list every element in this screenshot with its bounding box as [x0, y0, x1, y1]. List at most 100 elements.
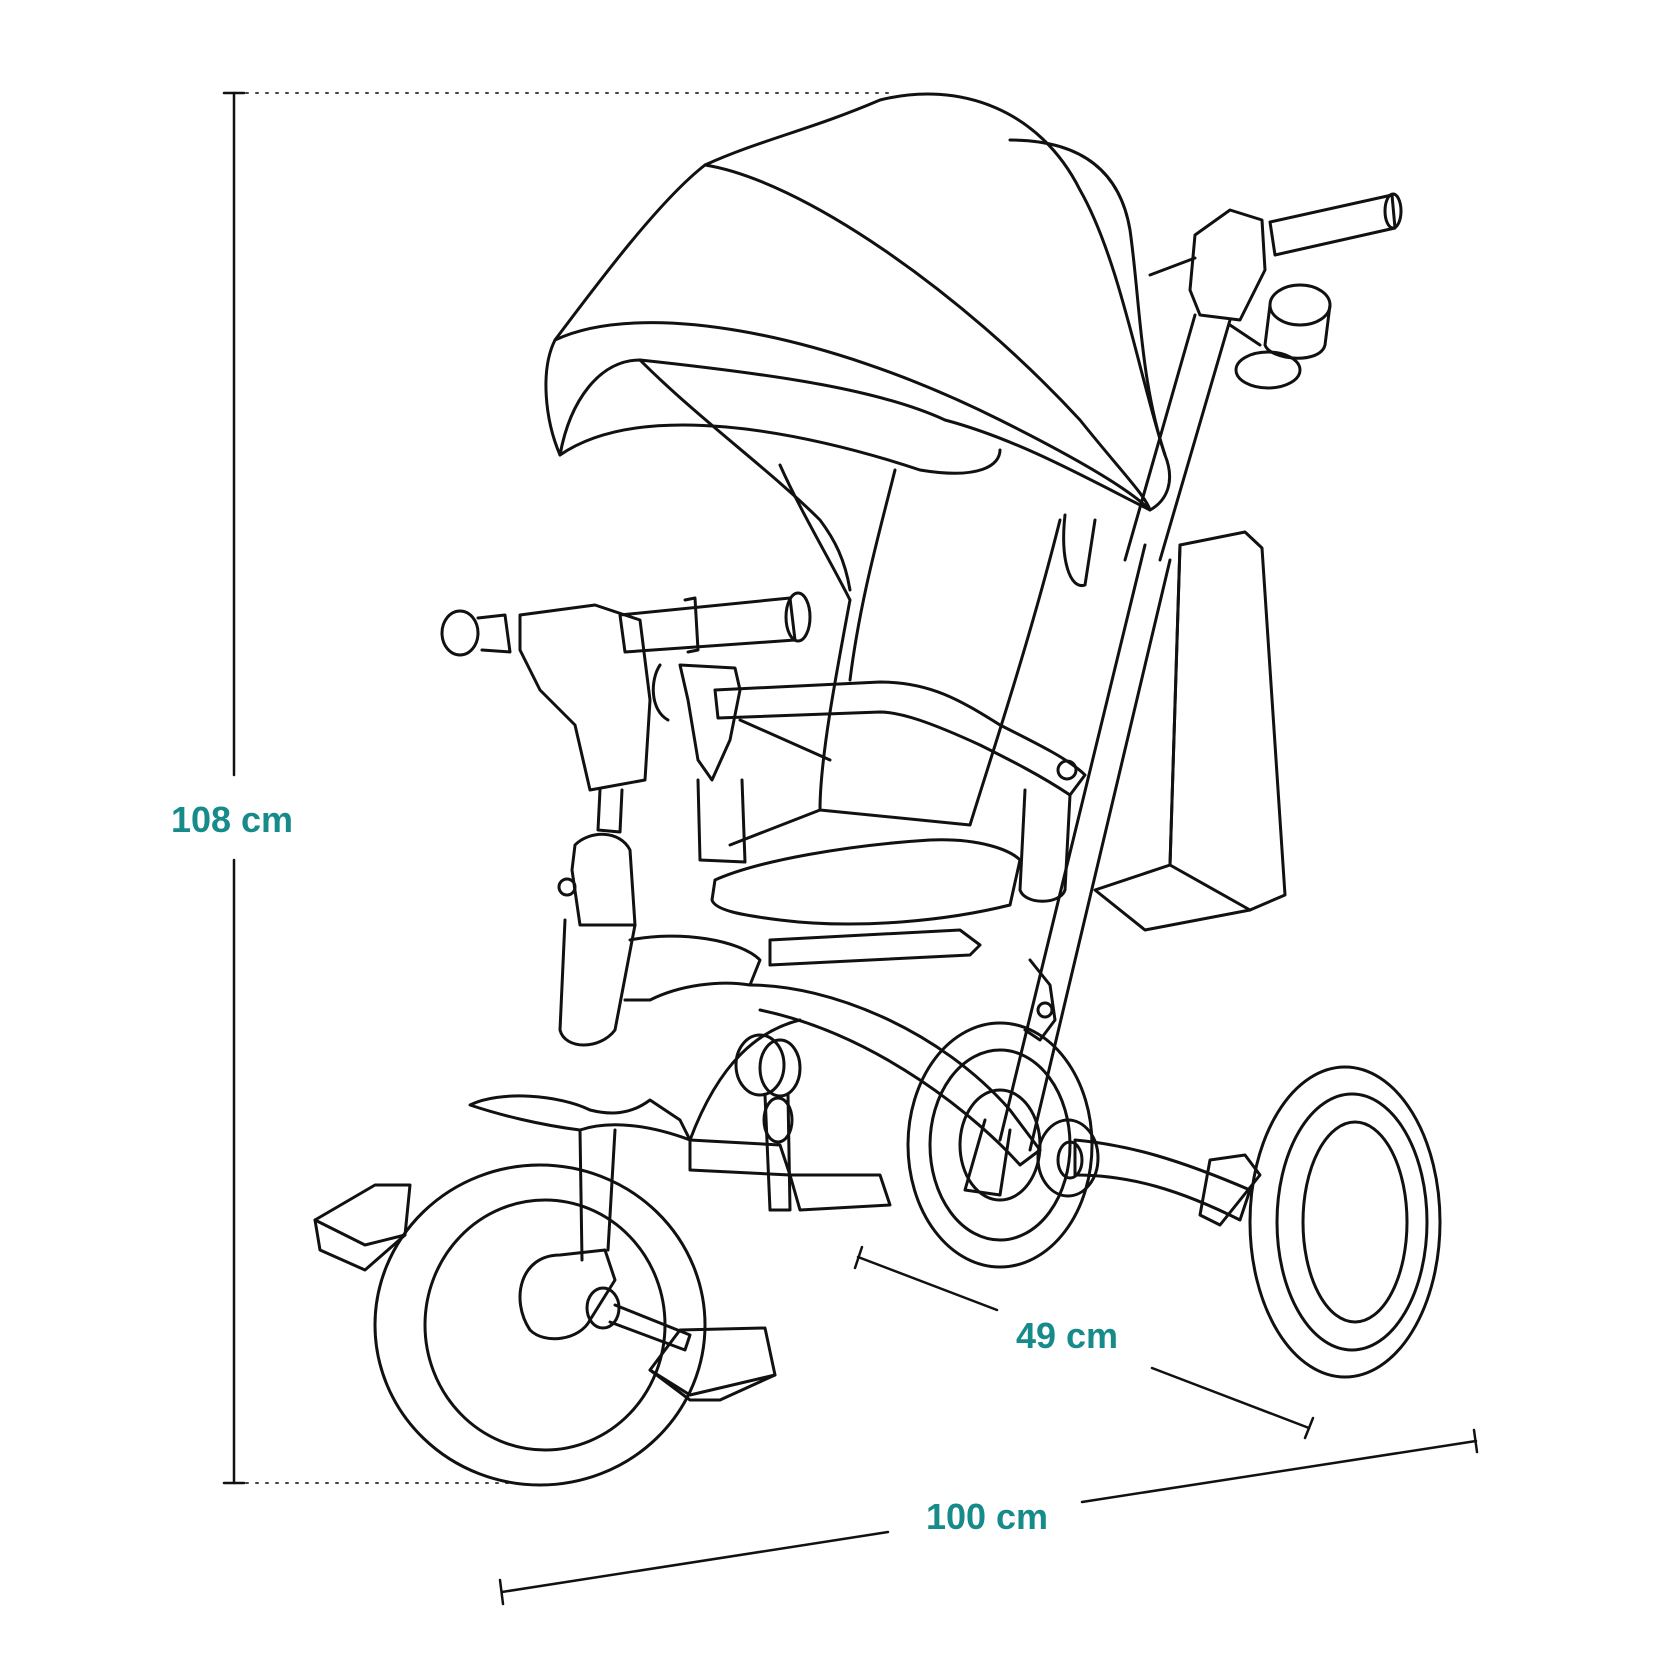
- cup-holder-body: [1263, 303, 1332, 360]
- front-fork-left: [578, 1128, 584, 1262]
- rear-wheel-right-hub: [1301, 1120, 1409, 1324]
- cup-holder-bottom: [1234, 350, 1302, 390]
- width-label: 49 cm: [1016, 1315, 1118, 1356]
- crank-arm: [608, 1303, 692, 1352]
- handlebar-bar: [618, 596, 797, 654]
- canopy-shell: [544, 92, 1172, 512]
- main-frame-drop: [763, 1093, 792, 1212]
- length-dimension: 100 cm: [498, 1428, 1479, 1606]
- storage-bag-edge: [1168, 543, 1252, 912]
- handlebar-left-cap: [476, 613, 512, 654]
- rear-frame-pin: [1036, 1001, 1054, 1019]
- height-dimension: 108 cm: [171, 91, 891, 1485]
- front-wheel-tire: [373, 1163, 707, 1487]
- front-wheel: [373, 1128, 707, 1487]
- front-wheel-hub: [518, 1248, 617, 1341]
- rear-axle: [688, 1118, 1262, 1227]
- width-line-lower: [1150, 1366, 1311, 1430]
- canopy: [544, 92, 1172, 682]
- length-line-left: [500, 1530, 890, 1594]
- width-line-upper: [856, 1255, 999, 1312]
- rear-axle-cap: [1056, 1140, 1084, 1180]
- main-frame-upper: [748, 983, 1042, 1167]
- canopy-underside: [558, 423, 1002, 475]
- fork-arch: [623, 934, 762, 1002]
- pedal-left-edge: [313, 1218, 407, 1247]
- width-top-tick: [853, 1245, 864, 1270]
- handlebar-right-end: [784, 591, 812, 643]
- length-line-right: [1080, 1439, 1478, 1504]
- rear-frame-tube-b: [1028, 558, 1172, 1152]
- main-frame-lower: [688, 1018, 802, 1142]
- push-handle-clamp: [1188, 208, 1267, 322]
- storage-bag-body: [1093, 530, 1287, 932]
- seat: [678, 518, 1062, 967]
- canopy-rim: [553, 321, 1152, 512]
- main-frame-bolt-inner: [758, 1038, 802, 1098]
- rear-wheel-right-tire: [1248, 1065, 1442, 1379]
- main-frame-drop-cap: [762, 1096, 794, 1144]
- canopy-side-right: [848, 468, 897, 682]
- canopy-side-mid: [778, 463, 852, 602]
- front-fork-right: [606, 1128, 617, 1252]
- push-handle: [1123, 192, 1403, 562]
- safety-bar-post: [1018, 788, 1072, 903]
- height-label: 108 cm: [171, 799, 293, 840]
- push-handle-rod-left: [1123, 313, 1197, 562]
- main-frame-bolt-outer: [734, 1033, 786, 1097]
- width-bottom-tick: [1303, 1416, 1315, 1440]
- length-right-tick: [1472, 1428, 1479, 1454]
- seat-harness-link: [738, 718, 832, 762]
- storage-bag-strap: [1062, 513, 1097, 587]
- push-handle-rod-right: [1158, 318, 1232, 562]
- storage-bag: [1062, 513, 1287, 932]
- rear-frame: [963, 543, 1172, 1197]
- rear-frame-lower: [963, 1118, 1012, 1197]
- seat-harness: [678, 663, 742, 782]
- rear-frame-tube-a: [998, 543, 1147, 1142]
- handlebar-left-grip: [440, 609, 480, 657]
- rear-wheel-left-tire: [906, 1021, 1094, 1269]
- safety-bar: [713, 680, 1087, 903]
- handlebar-grip-ring: [683, 596, 700, 654]
- cup-holder-top: [1268, 283, 1332, 327]
- length-left-tick: [498, 1578, 505, 1606]
- main-frame: [688, 983, 1042, 1212]
- push-handle-end: [1383, 192, 1403, 230]
- canopy-inner-fold: [703, 163, 1152, 512]
- mudguard: [468, 1094, 692, 1142]
- rear-step-right: [788, 1173, 892, 1212]
- canopy-side-left: [638, 358, 852, 592]
- front-wheel-rim: [423, 1198, 667, 1452]
- rear-frame-joint: [1023, 958, 1057, 1042]
- cup-holder-arm: [1228, 323, 1262, 347]
- length-label: 100 cm: [926, 1496, 1048, 1537]
- seat-backrest: [818, 518, 1062, 827]
- safety-bar-tube: [713, 680, 1087, 797]
- rear-bracket: [1198, 1153, 1262, 1227]
- handlebar: [440, 591, 812, 792]
- rear-wheel-right: [1248, 1065, 1442, 1379]
- fork-body: [570, 832, 637, 927]
- seat-footrest: [768, 928, 982, 967]
- tricycle-icon: [313, 92, 1442, 1487]
- rear-axle-tube: [1073, 1138, 1252, 1222]
- fork-upper: [596, 788, 624, 834]
- canopy-rear-panel: [1008, 138, 1167, 457]
- seat-harness-lower: [696, 778, 747, 864]
- handlebar-stem-clamp: [518, 603, 652, 792]
- width-dimension: 49 cm: [853, 1245, 1315, 1440]
- pedal-right-edge: [648, 1368, 777, 1397]
- seat-cushion: [710, 838, 1022, 926]
- safety-bar-pivot: [1056, 759, 1078, 781]
- rear-step-plate: [688, 1138, 792, 1177]
- rear-wheel-left-rim: [928, 1048, 1072, 1242]
- handlebar-side-plate: [651, 663, 670, 722]
- fork-bolt: [557, 877, 577, 897]
- fork-lower: [558, 918, 637, 1047]
- pedals: [313, 1183, 777, 1402]
- push-handle-bar: [1268, 193, 1397, 257]
- rear-axle-hub: [1036, 1118, 1100, 1198]
- rear-wheel-right-rim: [1275, 1092, 1429, 1352]
